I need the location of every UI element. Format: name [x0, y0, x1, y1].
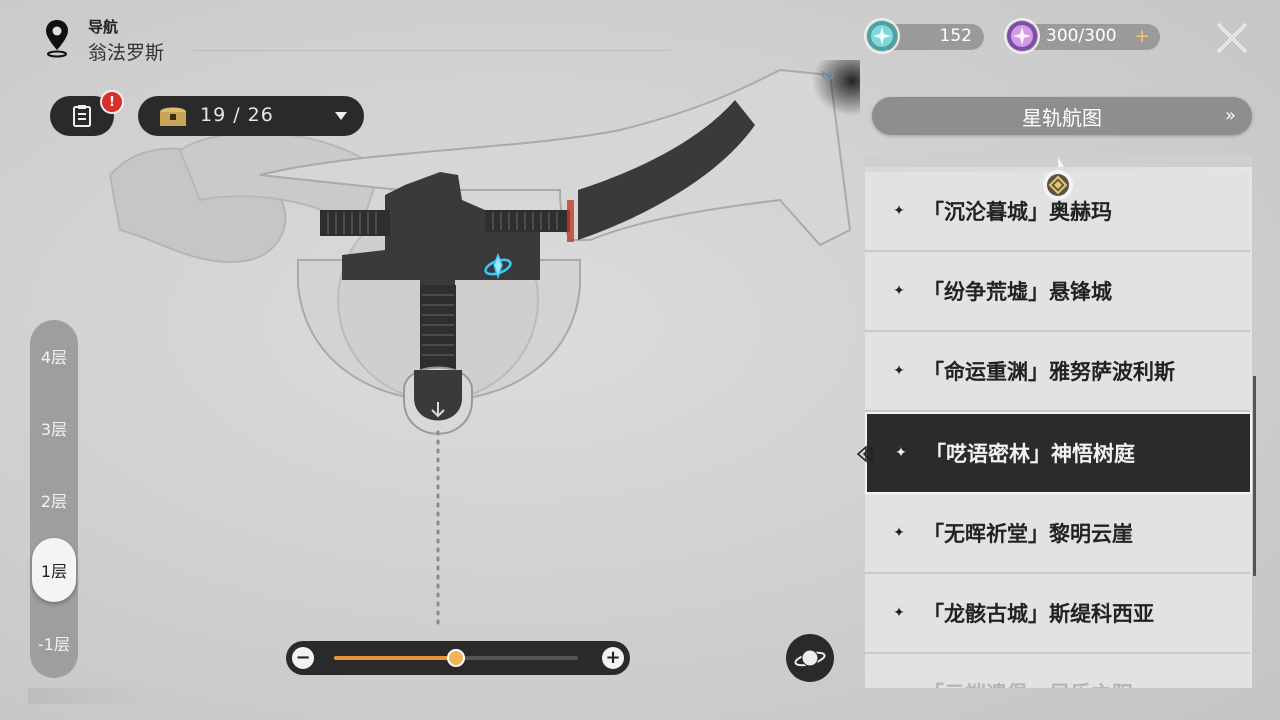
close-icon[interactable]	[1214, 20, 1250, 56]
star-marker-icon: ✦	[895, 445, 907, 461]
floor-1[interactable]: 1层	[32, 538, 76, 602]
location-item-label: 「纷争荒墟」悬锋城	[923, 280, 1112, 304]
current-location-pin-icon	[1043, 157, 1073, 200]
zoom-slider-handle[interactable]	[447, 649, 465, 667]
zoom-slider-fill	[334, 656, 456, 660]
nav-label: 导航	[88, 18, 119, 36]
floor-3[interactable]: 3层	[40, 420, 68, 439]
star-marker-icon: ✦	[893, 363, 905, 379]
map-shadow	[700, 60, 860, 200]
star-marker-icon: ✦	[893, 525, 905, 541]
stellar-jade-value: 152	[939, 26, 972, 46]
map-building	[342, 172, 540, 285]
zoom-control: − +	[286, 641, 630, 675]
location-item-label: 「云端遗堡」昼乐之阳	[923, 678, 1133, 688]
star-marker-icon: ✦	[893, 283, 905, 299]
map-stairs	[320, 210, 390, 236]
location-item[interactable]: ✦ 「命运重渊」雅努萨波利斯	[865, 332, 1250, 412]
clipboard-icon	[73, 105, 91, 127]
triangle-down-icon	[335, 112, 347, 120]
location-list[interactable]: ✦ 「沉沦暮城」奥赫玛 ✦ 「纷争荒墟」悬锋城 ✦ 「命运重渊」雅努萨波利斯 ✦…	[865, 155, 1252, 688]
stellar-jade-counter: 152	[867, 21, 984, 51]
location-item[interactable]: ✦ 「纷争荒墟」悬锋城	[865, 252, 1250, 332]
stellar-jade-icon	[867, 21, 897, 51]
floor-2[interactable]: 2层	[40, 492, 68, 511]
floor-selector: 4层 3层 2层 1层 -1层	[30, 320, 78, 678]
double-chevron-right-icon: »	[1224, 105, 1236, 126]
location-item-selected[interactable]: ✦ 「呓语密林」神悟树庭	[865, 412, 1252, 494]
map-pin-icon	[46, 20, 68, 58]
scrollbar[interactable]	[1253, 376, 1256, 576]
chevron-down-icon	[821, 70, 835, 82]
divider	[190, 50, 670, 51]
location-item[interactable]: ✦ 「无晖祈堂」黎明云崖	[865, 494, 1250, 574]
alert-badge: !	[100, 90, 124, 114]
star-rail-map-button[interactable]: 星轨航图 »	[872, 97, 1252, 135]
zoom-in-button[interactable]: +	[602, 647, 624, 669]
gate-marker	[567, 200, 574, 242]
trailblaze-power-counter[interactable]: 300/300 +	[1007, 21, 1160, 51]
floor-b1[interactable]: -1层	[38, 635, 70, 654]
treasure-chest-dropdown[interactable]: 19 / 26	[138, 96, 364, 136]
map-exit-area	[414, 370, 462, 421]
trailblaze-power-value: 300/300	[1046, 26, 1117, 46]
location-item[interactable]: ✦ 「龙骸古城」斯缇科西亚	[865, 574, 1250, 654]
location-item-label: 「命运重渊」雅努萨波利斯	[923, 360, 1175, 384]
location-item-label: 「龙骸古城」斯缇科西亚	[923, 602, 1154, 626]
location-item-label: 「沉沦暮城」奥赫玛	[923, 200, 1112, 224]
trailblaze-power-icon	[1007, 21, 1037, 51]
zoom-out-button[interactable]: −	[292, 647, 314, 669]
star-rail-map-label: 星轨航图	[1022, 105, 1102, 130]
selection-arrow-icon	[856, 445, 873, 463]
bottom-fade-bar	[28, 688, 148, 704]
floor-4[interactable]: 4层	[40, 348, 68, 367]
planet-icon	[794, 649, 826, 667]
star-marker-icon: ✦	[893, 203, 905, 219]
location-item-label: 「无晖祈堂」黎明云崖	[923, 522, 1133, 546]
map-stairs	[420, 285, 456, 370]
map[interactable]	[0, 0, 860, 720]
chest-count: 19 / 26	[200, 104, 274, 126]
zoom-slider[interactable]	[334, 649, 578, 667]
star-marker-icon: ✦	[893, 605, 905, 621]
add-power-button[interactable]: +	[1134, 25, 1150, 47]
planet-view-button[interactable]	[786, 634, 834, 682]
location-item-label: 「呓语密林」神悟树庭	[925, 442, 1135, 466]
star-marker-icon: ✦	[889, 685, 909, 688]
location-name: 翁法罗斯	[88, 42, 165, 64]
exit-down-arrow-icon[interactable]	[428, 400, 448, 420]
space-anchor-icon[interactable]	[482, 250, 514, 282]
location-item[interactable]: ✦ 「云端遗堡」昼乐之阳	[865, 654, 1250, 688]
treasure-chest-icon	[160, 107, 186, 126]
